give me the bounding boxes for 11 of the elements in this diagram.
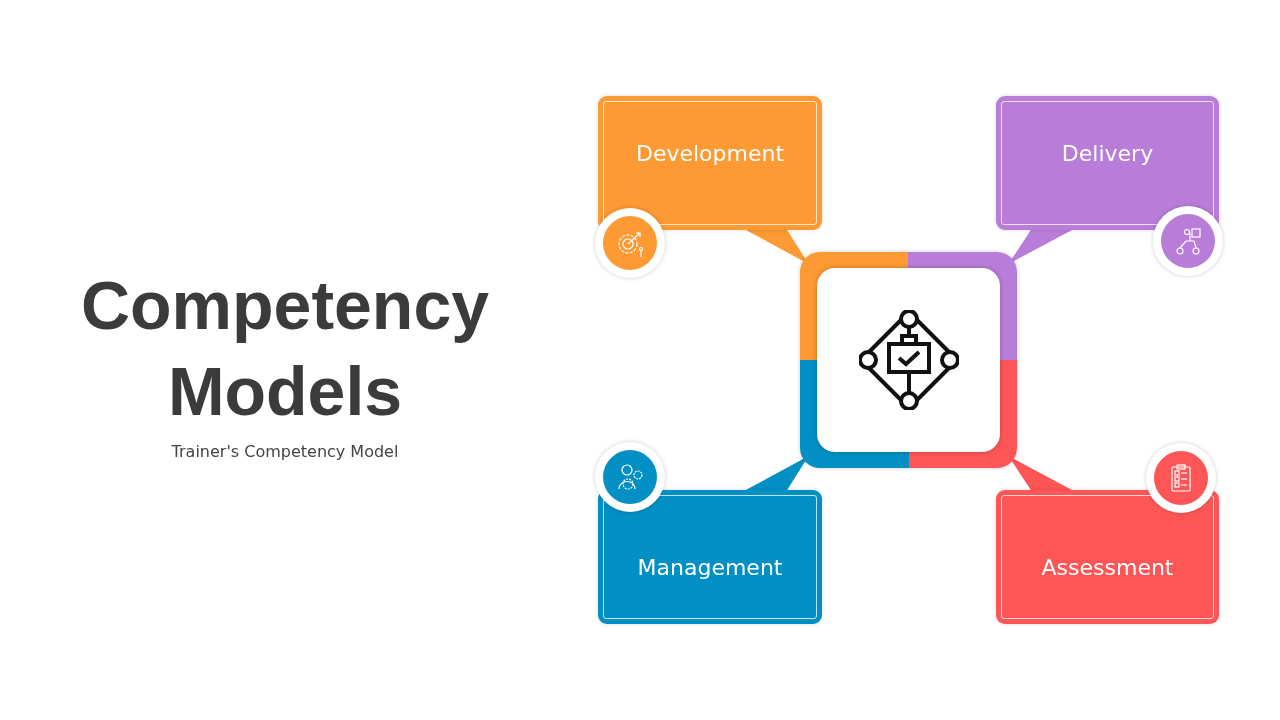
speech-bubble (996, 96, 1219, 230)
speech-bubble (598, 96, 822, 230)
title: Competency Models (79, 266, 491, 431)
bubble-label: Development (635, 140, 785, 166)
subtitle: Trainer's Competency Model (170, 442, 400, 461)
bubble-label: Management (637, 554, 783, 580)
bubble-label: Delivery (1061, 140, 1154, 166)
bubble-label: Assessment (1041, 554, 1174, 580)
center-frame (800, 252, 1017, 468)
speech-bubble (996, 490, 1219, 624)
speech-bubble (598, 490, 822, 624)
